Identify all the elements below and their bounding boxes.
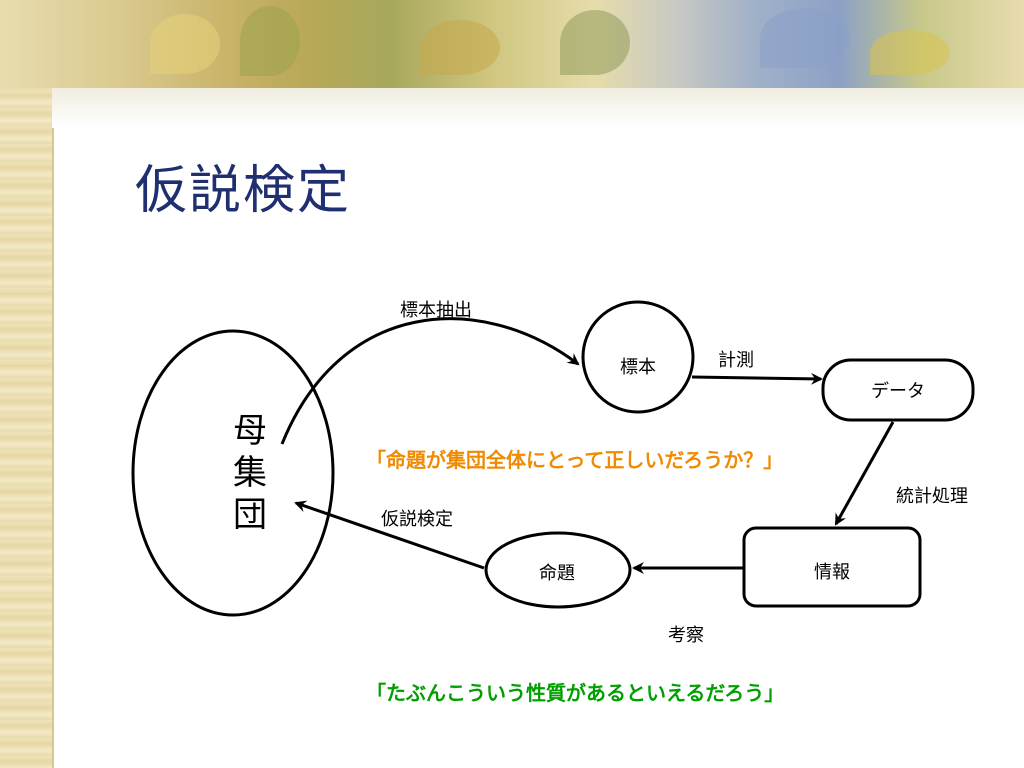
leaf-decoration (870, 30, 950, 75)
left-decorative-band (0, 0, 54, 768)
sampling-arrow (280, 317, 580, 445)
leaf-decoration (560, 10, 630, 75)
leaf-decoration (760, 8, 850, 68)
leaf-decoration (420, 20, 500, 75)
hypothesis-testing-arrow (294, 500, 485, 570)
data-node (821, 358, 975, 422)
banner-shadow (52, 88, 1024, 128)
statistical-processing-arrow (834, 421, 895, 526)
hypothesis-testing-label: 仮説検定 (381, 509, 453, 530)
measurement-arrow (691, 372, 823, 385)
conclusion-quote: 「たぶんこういう性質があるといえるだろう」 (366, 681, 785, 705)
proposition-label: 命題 (539, 563, 575, 584)
leaf-decoration (240, 6, 300, 76)
data-label: データ (871, 381, 925, 402)
statistical-processing-label: 統計処理 (896, 486, 968, 507)
information-label: 情報 (814, 562, 850, 583)
question-quote: 「命題が集団全体にとって正しいだろうか？」 (366, 448, 784, 472)
slide-title: 仮説検定 (135, 161, 352, 221)
leaf-decoration (150, 14, 220, 74)
measurement-label: 計測 (718, 350, 754, 371)
top-decorative-banner (0, 0, 1024, 88)
consideration-label: 考察 (668, 625, 704, 646)
population-label: 母集団 (233, 411, 267, 535)
proposition-node (484, 531, 632, 609)
sampling-label: 標本抽出 (400, 300, 472, 321)
sample-node (581, 300, 695, 414)
sample-label: 標本 (620, 357, 656, 378)
population-node (131, 329, 335, 617)
